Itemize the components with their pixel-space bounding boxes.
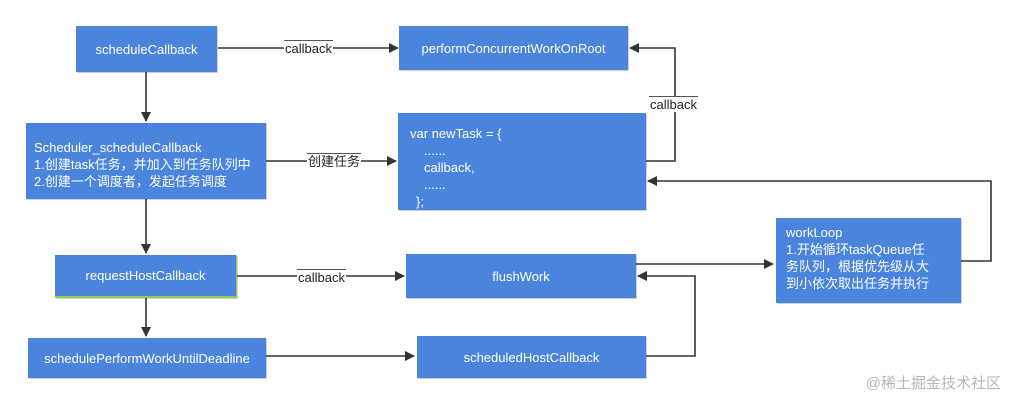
node-label: flushWork [492, 268, 550, 284]
edge-label-callback-top: callback [284, 40, 333, 56]
node-perform-concurrent-work-on-root: performConcurrentWorkOnRoot [399, 26, 628, 70]
node-request-host-callback: requestHostCallback [55, 255, 237, 298]
code-line: ...... [424, 177, 446, 192]
node-line: 到小依次取出任务并执行 [786, 276, 930, 291]
code-line: callback, [424, 160, 475, 175]
edge-label-callback-right: callback [649, 96, 698, 112]
arrow-scheduled-to-flush [637, 271, 696, 357]
node-label: scheduledHostCallback [463, 349, 600, 365]
node-work-loop: workLoop 1.开始循环taskQueue任 务队列，根据优先级从大 到小… [776, 218, 961, 303]
node-label: scheduleCallback [95, 41, 198, 57]
node-schedule-perform-work-until-deadline: schedulePerformWorkUntilDeadline [28, 338, 266, 378]
node-schedule-callback: scheduleCallback [76, 26, 217, 72]
node-label: schedulePerformWorkUntilDeadline [44, 350, 250, 366]
node-new-task: var newTask = { ...... callback, ...... … [398, 113, 646, 210]
node-label: requestHostCallback [85, 268, 206, 283]
node-line: 1.创建task任务，并加入到任务队列中 [34, 157, 251, 172]
node-line: 务队列，根据优先级从大 [786, 259, 930, 274]
code-line: var newTask = { [410, 126, 502, 141]
node-scheduled-host-callback: scheduledHostCallback [417, 336, 646, 378]
node-title: workLoop [786, 225, 843, 240]
edge-label-callback-mid: callback [297, 269, 346, 285]
edge-label-create-task: 创建任务 [307, 153, 362, 169]
watermark: @稀土掘金技术社区 [865, 375, 1001, 392]
node-scheduler-schedule-callback: Scheduler_scheduleCallback 1.创建task任务，并加… [26, 123, 266, 199]
arrow-workloop-to-newtask [647, 176, 992, 262]
node-line: 1.开始循环taskQueue任 [786, 242, 925, 257]
code-line: }; [416, 194, 424, 209]
node-flush-work: flushWork [406, 254, 636, 298]
node-label: performConcurrentWorkOnRoot [421, 40, 606, 56]
node-title: Scheduler_scheduleCallback [34, 140, 202, 155]
node-line: 2.创建一个调度者，发起任务调度 [34, 174, 227, 189]
code-line: ...... [424, 143, 446, 158]
